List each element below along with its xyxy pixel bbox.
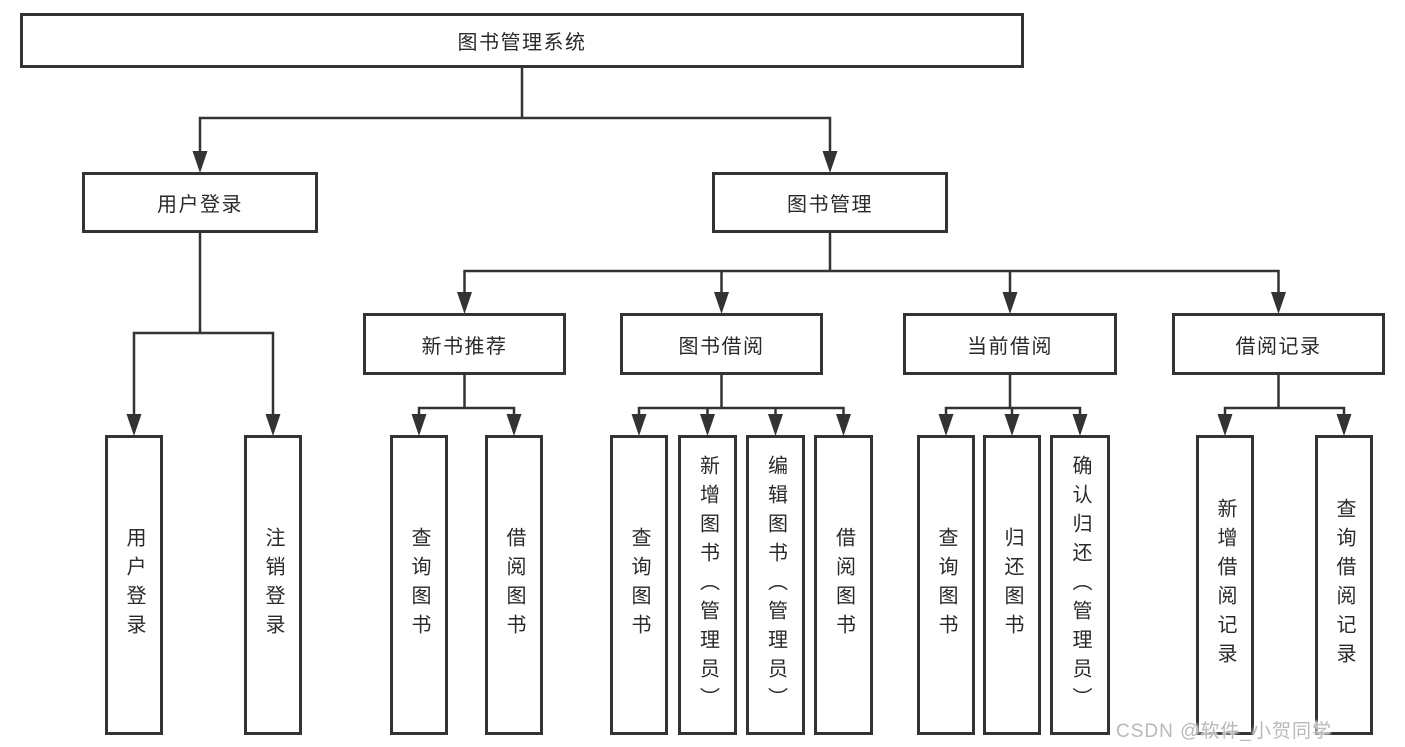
diagram-node-v-edit-book: 编辑图书（管理员） [746,435,805,735]
arrowhead-icon [714,292,729,314]
arrowhead-icon [126,414,142,436]
diagram-node-v-query-book-2: 查询图书 [610,435,668,735]
diagram-node-label: 注销登录 [262,527,284,643]
arrowhead-icon [1271,292,1286,314]
watermark: CSDN @软件_小贺同学 [1116,721,1332,742]
diagram-node-user-login: 用户登录 [82,172,318,233]
diagram-node-v-add-book: 新增图书（管理员） [678,435,737,735]
diagram-node-label: 借阅图书 [832,527,855,643]
arrowhead-icon [411,414,427,436]
diagram-node-v-add-record: 新增借阅记录 [1196,435,1254,735]
diagram-node-label: 查询图书 [935,527,957,643]
diagram-node-v-logout: 注销登录 [244,435,302,735]
diagram-node-root: 图书管理系统 [20,13,1024,68]
diagram-node-label: 新增借阅记录 [1214,498,1236,672]
diagram-node-v-user-login: 用户登录 [105,435,163,735]
diagram-node-label: 图书管理 [787,194,873,216]
diagram-node-v-query-book-3: 查询图书 [917,435,975,735]
diagram-node-label: 归还图书 [1001,527,1023,643]
diagram-node-label: 借阅记录 [1235,335,1322,358]
arrowhead-icon [836,414,851,436]
diagram-node-label: 借阅图书 [503,527,525,643]
connector-path [132,66,1346,419]
diagram-node-new-book-rec: 新书推荐 [363,313,566,375]
arrowhead-icon [1336,414,1352,436]
arrowhead-icon [1072,414,1088,436]
diagram-node-label: 查询借阅记录 [1333,498,1355,672]
diagram-node-v-return-book: 归还图书 [983,435,1041,735]
diagram-node-v-query-record: 查询借阅记录 [1315,435,1373,735]
diagram-node-label: 图书借阅 [678,335,765,358]
diagram-node-label: 新增图书（管理员） [696,454,719,716]
arrowhead-icon [1004,414,1020,436]
arrowhead-icon [1217,414,1233,436]
arrowhead-icon [192,151,208,173]
diagram-node-book-mgmt: 图书管理 [712,172,948,233]
arrowhead-icon [506,414,522,436]
diagram-node-label: 编辑图书（管理员） [764,454,787,716]
diagram-node-v-confirm-return: 确认归还（管理员） [1050,435,1110,735]
diagram-node-label: 查询图书 [408,527,430,643]
arrowhead-icon [768,414,783,436]
diagram-node-book-borrow: 图书借阅 [620,313,823,375]
diagram-node-v-borrow-book-2: 借阅图书 [814,435,873,735]
arrowhead-icon [700,414,715,436]
arrowhead-icon [265,414,281,436]
diagram-node-label: 确认归还（管理员） [1069,454,1091,716]
diagram-node-label: 用户登录 [123,527,145,643]
diagram-node-label: 新书推荐 [421,335,508,358]
arrowhead-icon [457,292,472,314]
diagram-node-borrow-record: 借阅记录 [1172,313,1385,375]
diagram-node-label: 当前借阅 [967,335,1053,358]
arrowhead-icon [938,414,954,436]
diagram-node-label: 图书管理系统 [457,32,587,54]
diagram-node-current-borrow: 当前借阅 [903,313,1117,375]
arrowhead-icon [631,414,647,436]
arrowhead-icon [1002,292,1018,314]
diagram-node-v-borrow-book-1: 借阅图书 [485,435,543,735]
diagram-node-label: 用户登录 [157,194,243,216]
diagram-node-v-query-book-1: 查询图书 [390,435,448,735]
arrowhead-icon [822,151,838,173]
diagram-node-label: 查询图书 [628,527,650,643]
